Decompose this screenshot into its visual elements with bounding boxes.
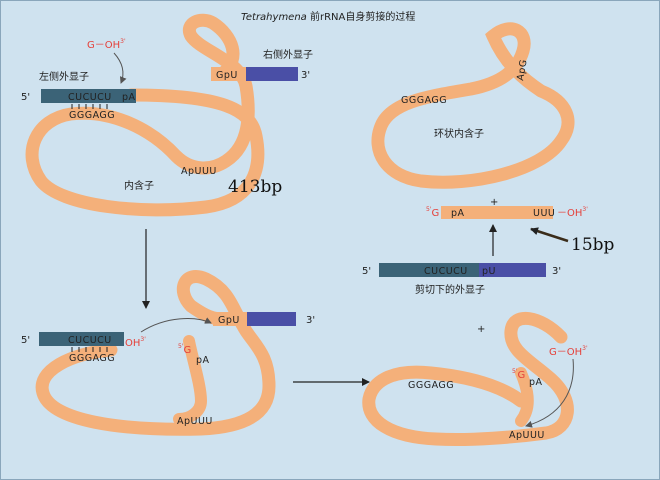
title-rest: 前rRNA自身剪接的过程: [307, 10, 416, 23]
fragment-uuu-label: UUU: [533, 208, 555, 219]
fragment-pa-label: pA: [451, 208, 465, 219]
fragment-size: 15bp: [571, 235, 615, 255]
tail-sequence: ApUUU: [181, 166, 217, 177]
left-exon: [41, 89, 136, 103]
intron-size: 413bp: [228, 177, 282, 197]
fragment-size-arrow: [530, 227, 569, 243]
tail-sequence: ApUUU: [177, 416, 213, 427]
panel-products: ApG GGGAGG 环状内含子 + 5'G pA UUU －OH3' 15bp…: [362, 22, 615, 296]
left-exon-sequence: CUCUCU: [68, 335, 112, 346]
pa-label: pA: [122, 92, 136, 103]
g-oh-attack-arrow: [525, 358, 574, 428]
base-pairing: [71, 347, 108, 352]
intron-5prime-tail: [173, 335, 208, 425]
released-fragment: [441, 206, 553, 219]
guanosine-5prime-label: 5'G: [178, 343, 191, 356]
base-pairing: [71, 104, 108, 109]
rna-strand: [25, 13, 265, 217]
panel-precursor: G－OH3' 左侧外显子 右侧外显子 5' 3' CUCUCU pA GpU G…: [21, 13, 313, 217]
plus-sign: +: [490, 197, 498, 208]
left-exon-label: 左侧外显子: [39, 70, 89, 83]
intron-5prime-tail: [515, 367, 534, 427]
guanosine-attack-arrow: [113, 52, 127, 84]
pairing-sequence: GGGAGG: [408, 380, 454, 391]
three-prime-end: 3': [306, 315, 315, 326]
spliced-exon-label: 剪切下的外显子: [415, 283, 485, 296]
five-prime-end: 5': [21, 335, 30, 346]
five-prime-end: 5': [21, 92, 30, 103]
rna-strand: [362, 311, 574, 447]
circular-intron: [371, 22, 575, 189]
fragment-oh-label: －OH3': [557, 206, 588, 219]
pairing-sequence: GGGAGG: [69, 110, 115, 121]
diagram-title: Tetrahymena 前rRNA自身剪接的过程: [241, 10, 415, 23]
gpu-box: [211, 67, 246, 81]
apg-label: ApG: [515, 59, 530, 82]
guanosine-label: G－OH3': [87, 38, 126, 51]
intron-label: 内含子: [124, 179, 154, 192]
hydroxyl-label: OH3': [125, 336, 146, 349]
three-prime-end: 3': [301, 70, 310, 81]
spliced-sequence: CUCUCU: [424, 266, 468, 277]
circular-intron-label: 环状内含子: [434, 127, 484, 140]
fragment-g5-label: 5'G: [426, 206, 439, 219]
left-exon-sequence: CUCUCU: [68, 92, 112, 103]
pairing-sequence: GGGAGG: [69, 353, 115, 364]
left-exon: [39, 332, 124, 346]
circle-pairing-sequence: GGGAGG: [401, 95, 447, 106]
spliced-pu: pU: [482, 266, 496, 277]
right-exon-label: 右侧外显子: [263, 48, 313, 61]
spliced-five-prime: 5': [362, 266, 371, 277]
spliced-exon-left: [379, 263, 479, 277]
g-oh-label: G－OH3': [549, 345, 588, 358]
spliced-exon-right: [479, 263, 546, 277]
pa-label: pA: [196, 355, 210, 366]
rna-strand: [35, 270, 276, 436]
spliced-three-prime: 3': [552, 266, 561, 277]
panel-first-cut: 5' 3' CUCUCU OH3' GpU GGGAGG 5'G pA ApUU…: [21, 270, 315, 436]
pa-label: pA: [529, 377, 543, 388]
gpu-box: [213, 312, 247, 326]
gpu-label: GpU: [218, 315, 240, 326]
guanosine-5prime-label: 5'G: [512, 368, 525, 381]
gpu-label: GpU: [216, 70, 238, 81]
title-species: Tetrahymena: [241, 12, 307, 23]
tail-sequence: ApUUU: [509, 430, 545, 441]
hydroxyl-attack-arrow: [140, 317, 212, 333]
panel-second-step: + G－OH3' 5'G pA GGGAGG ApUUU: [362, 311, 588, 447]
plus-sign: +: [477, 324, 485, 335]
